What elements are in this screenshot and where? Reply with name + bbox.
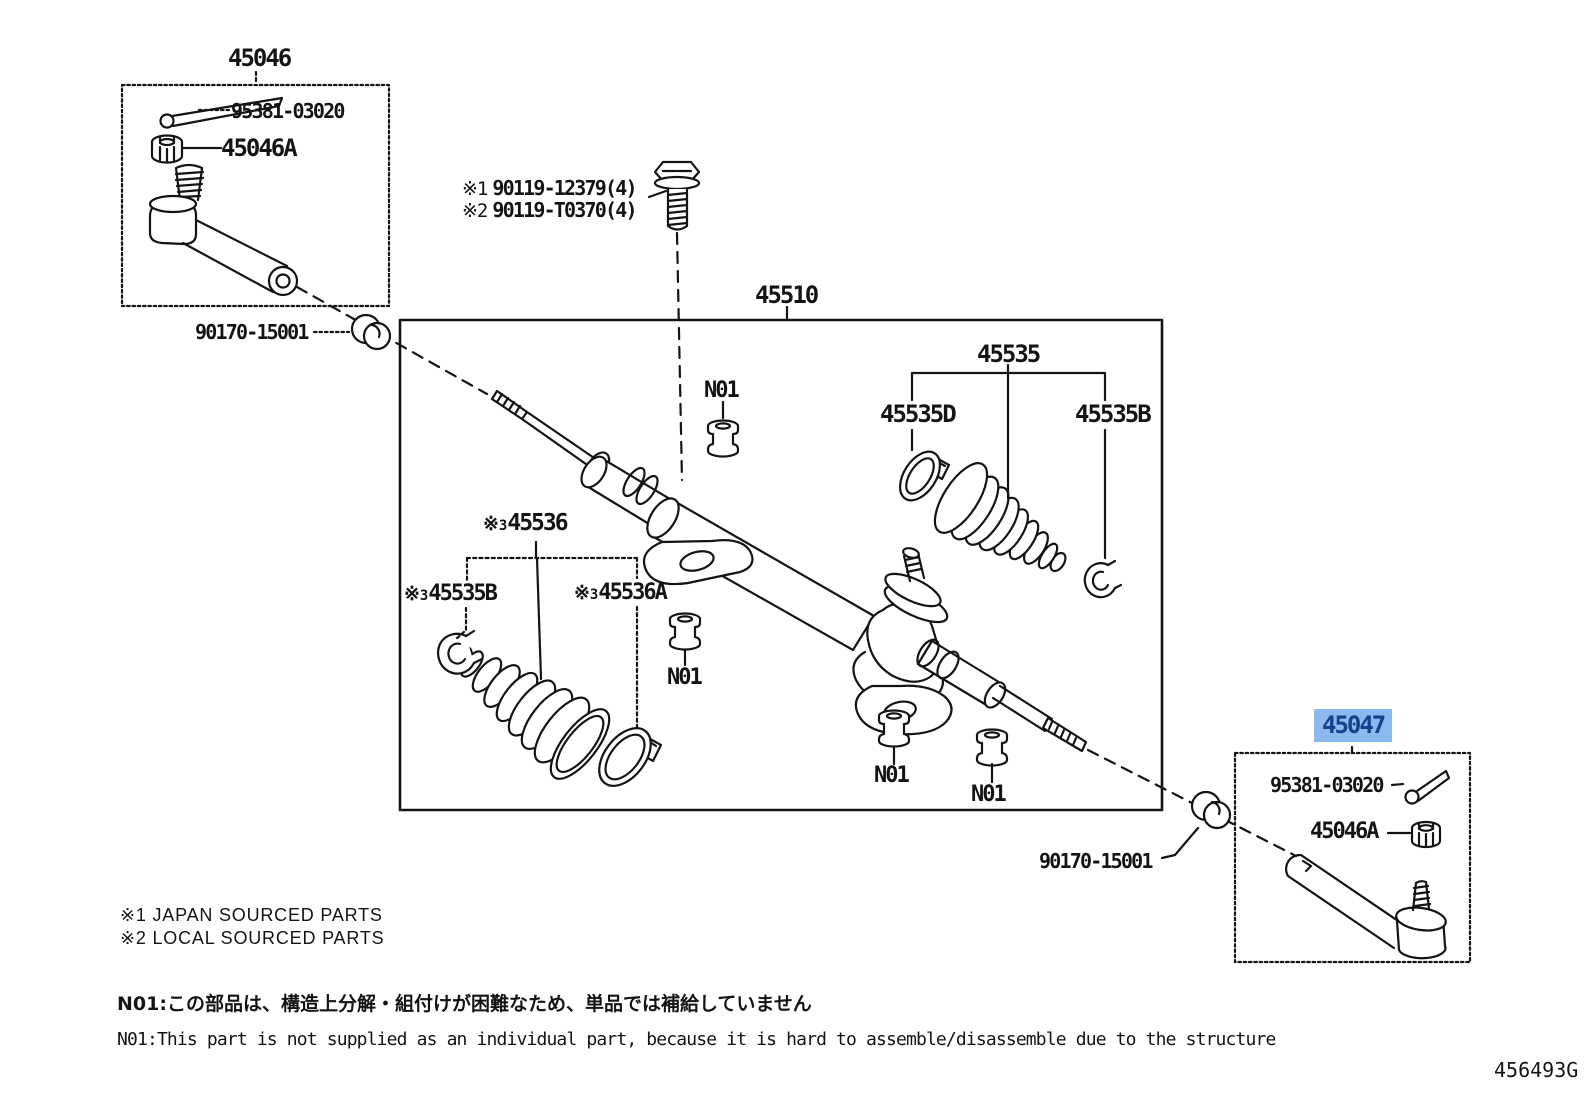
ref-mark: ※	[483, 513, 499, 535]
tie-rod-left-box	[120, 83, 391, 308]
footnote-n01-english: N01:This part is not supplied as an indi…	[117, 1029, 1276, 1050]
callout-leader-lines	[180, 70, 1412, 860]
bolt-icon	[653, 160, 701, 231]
lock-nut-left-icon	[350, 313, 392, 351]
figure-code: 456493G	[1494, 1058, 1579, 1082]
ref-mark-1: ※1	[462, 178, 488, 200]
part-number-45047-highlighted[interactable]: 45047	[1314, 709, 1393, 742]
boot-right-drawing	[933, 462, 1067, 573]
castle-nut-icon	[150, 134, 184, 164]
part-number-45510[interactable]: 45510	[755, 281, 819, 309]
cotter-pin-icon	[1404, 789, 1420, 805]
lock-nut-right-icon	[1190, 790, 1232, 830]
part-number-90170-15001-right[interactable]: 90170-15001	[1039, 849, 1153, 873]
footnote-local-sourced: ※2 LOCAL SOURCED PARTS	[120, 928, 385, 948]
tie-rod-right-drawing	[1285, 769, 1451, 960]
clip-left-icon	[437, 629, 484, 675]
part-number-45535B-left[interactable]: ※345535B	[404, 581, 498, 606]
part-number-90170-15001-left[interactable]: 90170-15001	[195, 320, 309, 344]
ref-mark-2: ※2	[462, 200, 488, 222]
assembly-dashed-lines	[295, 231, 1298, 858]
clamp-45535D-icon	[898, 450, 951, 502]
n01-callout: N01	[667, 665, 703, 690]
ref-mark: ※	[574, 582, 590, 604]
part-number-45535[interactable]: 45535	[977, 340, 1041, 368]
n01-callout: N01	[874, 763, 910, 788]
part-number-45046A-right[interactable]: 45046A	[1310, 819, 1379, 844]
part-number-45046A-left[interactable]: 45046A	[221, 134, 298, 162]
n01-callout: N01	[704, 378, 740, 403]
clip-45535B-icon	[1083, 559, 1123, 599]
steering-gear-box	[398, 318, 1164, 812]
part-number-95381-03020-left[interactable]: 95381-03020	[231, 99, 345, 123]
footnote-n01-japanese: N01:この部品は、構造上分解・組付けが困難なため、単品では補給していません	[117, 993, 812, 1015]
part-number-45535D[interactable]: 45535D	[880, 400, 957, 428]
part-number-45536A[interactable]: ※345536A	[574, 580, 668, 605]
clamp-left-icon	[598, 727, 663, 787]
part-number-95381-03020-right[interactable]: 95381-03020	[1270, 773, 1384, 797]
castle-nut-icon	[1410, 820, 1442, 849]
steering-gear-drawing	[437, 389, 1123, 787]
part-number-45535B[interactable]: 45535B	[1075, 400, 1152, 428]
cotter-pin-icon	[159, 113, 175, 129]
part-number-45046[interactable]: 45046	[228, 44, 292, 72]
tie-rod-left-drawing	[148, 96, 299, 297]
n01-callout: N01	[971, 782, 1007, 807]
part-number-45536-group[interactable]: ※345536	[483, 510, 569, 536]
footnote-japan-sourced: ※1 JAPAN SOURCED PARTS	[120, 905, 383, 925]
grommet-icons	[668, 419, 1009, 767]
ref-mark: ※	[404, 583, 420, 605]
